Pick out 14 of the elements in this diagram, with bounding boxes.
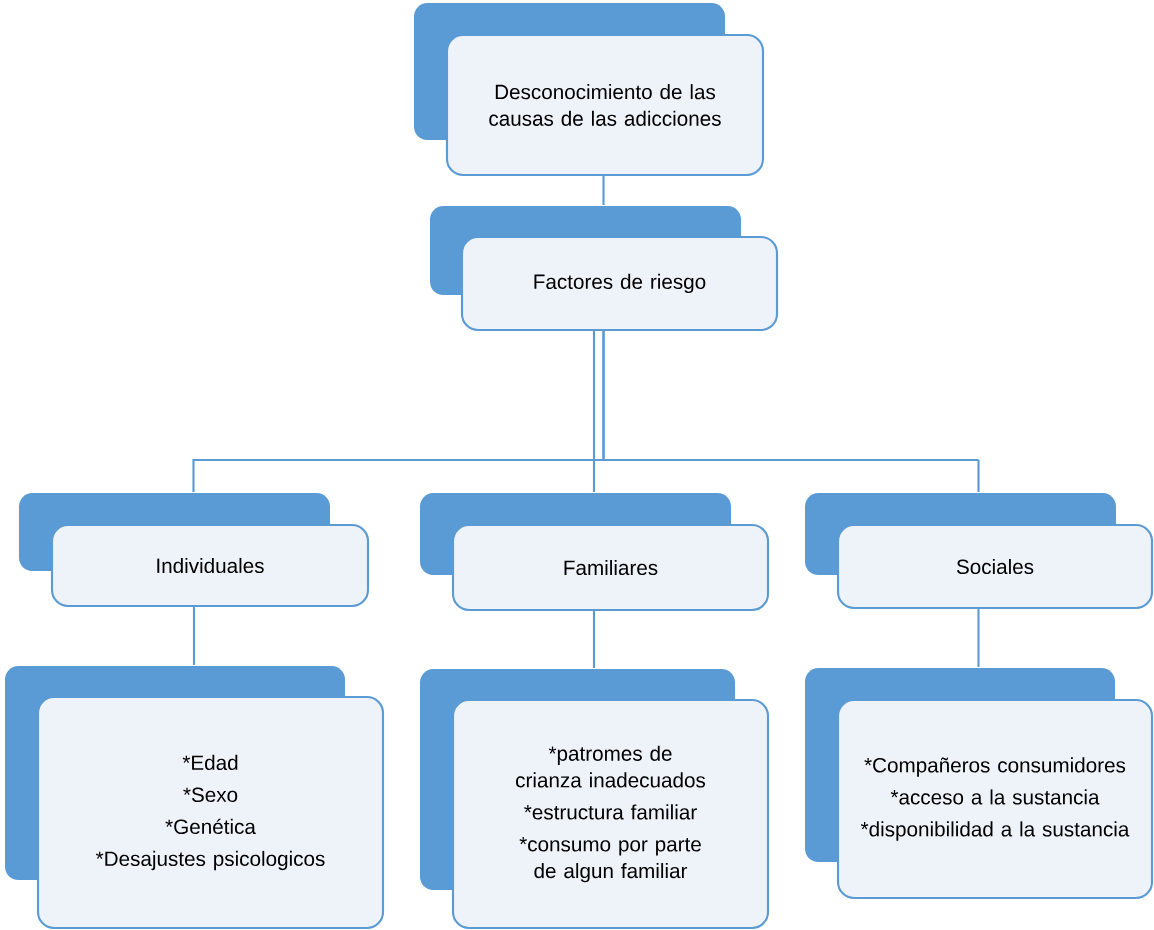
process-box: Sociales: [805, 493, 1154, 610]
connector-line: [192, 607, 196, 665]
connector-line: [602, 331, 980, 492]
process-box: Factores de riesgo: [430, 206, 779, 332]
process-box: Individuales: [19, 493, 370, 608]
process-box: *Compañeros consumidores *acceso a la sustancia *disponibilidad a la sustancia: [805, 668, 1154, 900]
connector-line: [977, 609, 980, 667]
process-box: *Edad *Sexo *Genética *Desajustes psicologicos: [5, 666, 385, 930]
process-box: Familiares: [420, 493, 770, 612]
process-box: Desconocimiento de las causas de las adicciones: [414, 3, 765, 177]
connector-line: [592, 331, 596, 492]
connector-line: [592, 611, 596, 668]
connector-line: [602, 176, 605, 205]
process-box: *patromes de crianza inadecuados *estructura familiar *consumo por parte de algun familiar: [420, 669, 770, 930]
